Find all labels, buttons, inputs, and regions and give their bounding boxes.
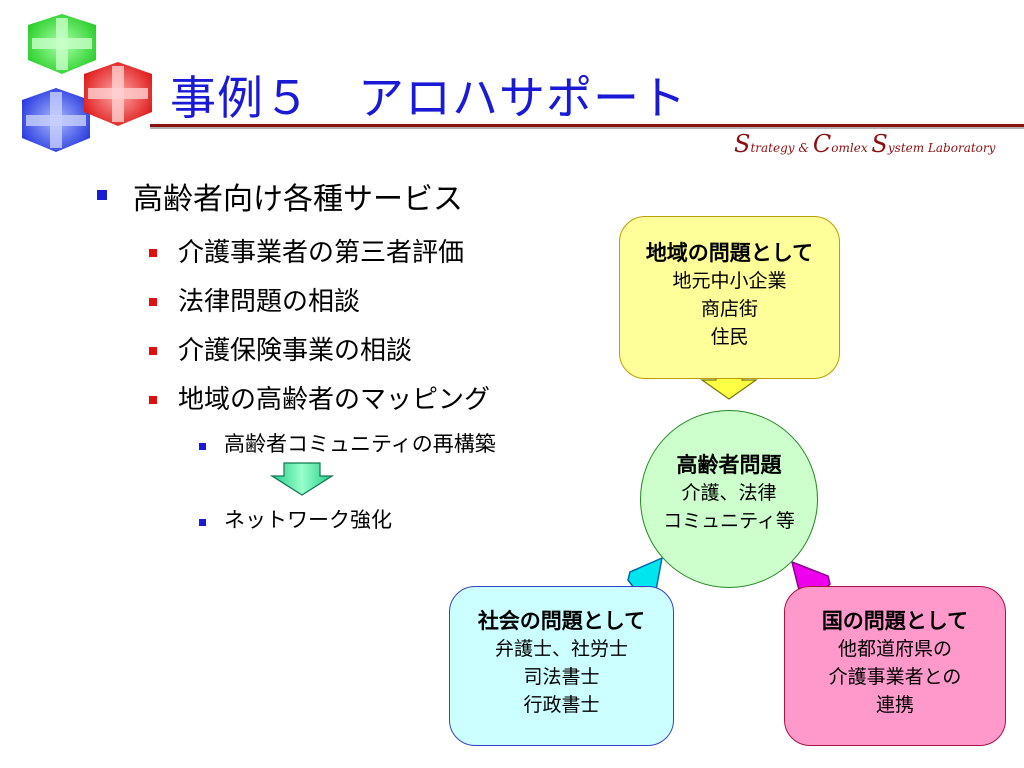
national-issue-box: 国の問題として 他都道府県の 介護事業者との 連携: [784, 586, 1006, 746]
box-line: 地元中小企業: [672, 270, 787, 292]
bullet-square: [97, 190, 107, 200]
lab-name: Strategy & Comlex System Laboratory: [734, 130, 996, 158]
box-line: 住民: [710, 326, 749, 348]
bullet-square: [149, 298, 157, 306]
list-subitem: 高齢者コミュニティの再構築: [224, 432, 496, 456]
social-issue-box: 社会の問題として 弁護士、社労士 司法書士 行政書士: [449, 586, 674, 746]
local-issue-box: 地域の問題として 地元中小企業 商店街 住民: [619, 216, 840, 379]
hexagon-logo: [22, 14, 152, 152]
down-arrow-icon: [270, 462, 334, 496]
list-level1: 高齢者向け各種サービス: [133, 182, 463, 217]
box-line: 行政書士: [523, 694, 600, 716]
box-line: 商店街: [700, 298, 758, 320]
box-line: 連携: [875, 694, 914, 716]
box-line: 他都道府県の: [837, 638, 952, 660]
box-line: 弁護士、社労士: [494, 638, 628, 660]
list-item: 地域の高齢者のマッピング: [178, 385, 491, 415]
elderly-issue-circle: 高齢者問題 介護、法律 コミュニティ等: [640, 410, 818, 588]
list-item: 法律問題の相談: [178, 287, 361, 317]
box-heading: 地域の問題として: [645, 241, 814, 265]
circle-line: 介護、法律: [681, 482, 777, 504]
bullet-square: [199, 519, 206, 526]
bullet-square: [149, 249, 157, 257]
list-item: 介護保険事業の相談: [178, 336, 413, 366]
box-heading: 国の問題として: [821, 609, 969, 633]
list-subitem: ネットワーク強化: [224, 508, 392, 532]
circle-heading: 高齢者問題: [676, 453, 782, 477]
slide-title: 事例５ アロハサポート: [170, 71, 687, 125]
bullet-square: [199, 443, 206, 450]
box-line: 司法書士: [523, 666, 600, 688]
bullet-square: [149, 396, 157, 404]
title-underline: [150, 124, 1024, 129]
box-heading: 社会の問題として: [477, 609, 646, 633]
box-line: 介護事業者との: [828, 666, 962, 688]
bullet-square: [149, 347, 157, 355]
circle-line: コミュニティ等: [663, 510, 795, 532]
list-item: 介護事業者の第三者評価: [178, 238, 465, 268]
